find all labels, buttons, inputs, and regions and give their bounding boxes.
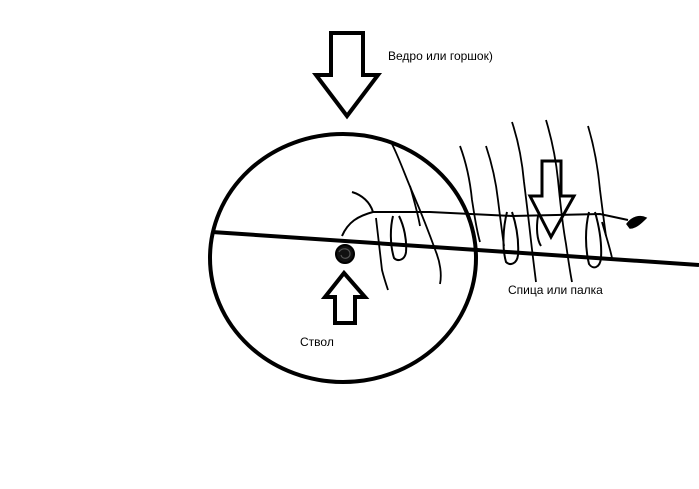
wire-coil	[585, 211, 603, 269]
wire-coil	[389, 215, 408, 261]
trunk-knot	[335, 244, 355, 264]
wire-coil	[536, 215, 542, 247]
spoke-label: Спица или палка	[508, 283, 603, 297]
arrow-down-bucket-icon	[311, 31, 383, 120]
wire-path	[341, 191, 629, 237]
bucket-label: Ведро или горшок)	[388, 49, 493, 63]
pot-circle	[208, 132, 478, 384]
wire-end	[626, 215, 648, 229]
root-strands	[375, 119, 613, 291]
trunk-label: Ствол	[300, 335, 334, 349]
spoke-line	[211, 230, 699, 267]
wire-coil	[502, 211, 520, 265]
arrow-up-trunk-icon	[320, 269, 370, 325]
